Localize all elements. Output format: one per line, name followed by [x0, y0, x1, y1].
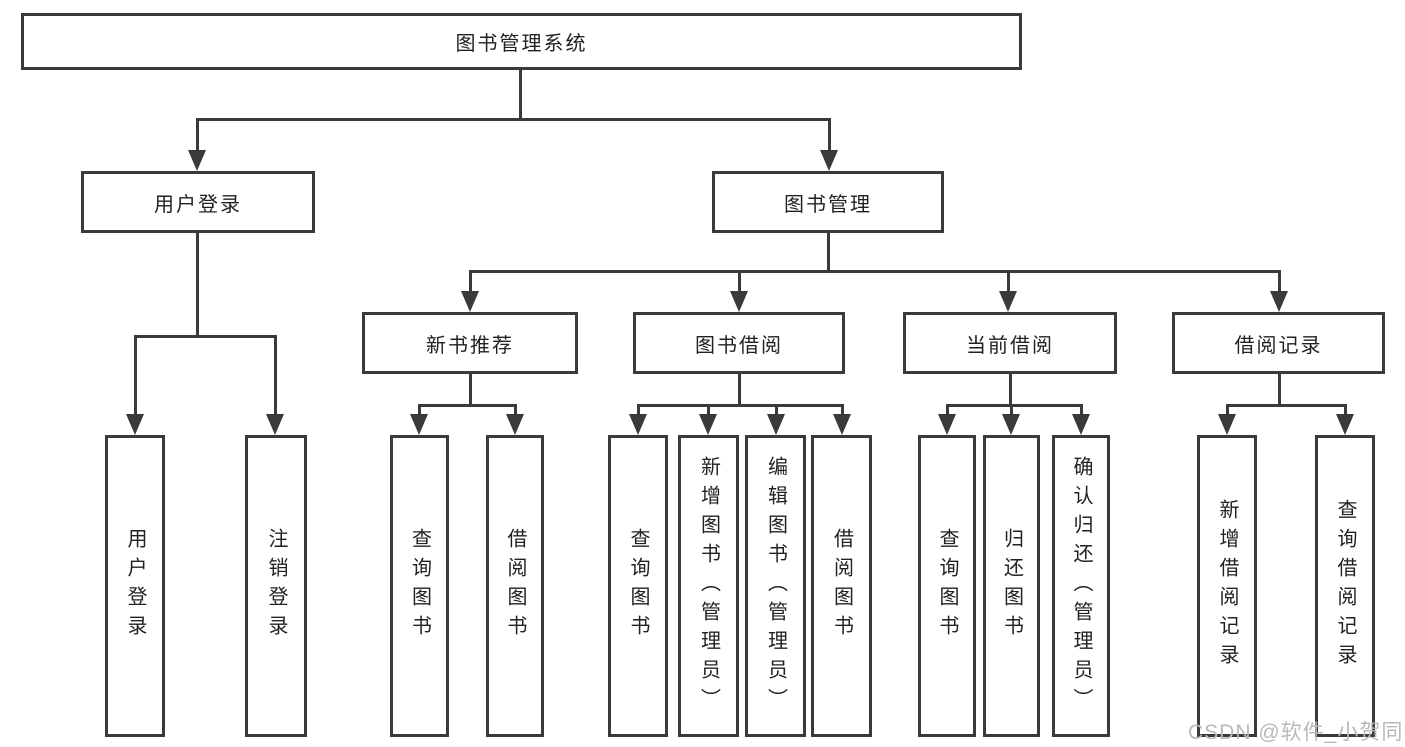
arrowhead-down-icon	[266, 414, 284, 435]
connector-user-login-branch	[134, 335, 277, 338]
arrowhead-down-icon	[188, 150, 206, 171]
connector-to-leaf	[775, 404, 778, 416]
arrowhead-down-icon	[1072, 414, 1090, 435]
connector-to-user-login	[196, 118, 199, 152]
node-borrowing-records: 借阅记录	[1172, 312, 1385, 374]
leaf-query-books-borrowing: 查询图书	[608, 435, 668, 737]
connector-branch	[418, 404, 516, 407]
node-book-borrowing: 图书借阅	[633, 312, 845, 374]
connector-to-leaf	[134, 335, 137, 415]
leaf-add-borrow-record: 新增借阅记录	[1197, 435, 1257, 737]
connector-branch	[1226, 404, 1347, 407]
connector-book-mgmt-branch	[469, 270, 1281, 273]
arrowhead-down-icon	[1336, 414, 1354, 435]
arrowhead-down-icon	[1218, 414, 1236, 435]
watermark: CSDN @软件_小贺同学	[1188, 721, 1405, 744]
arrowhead-down-icon	[767, 414, 785, 435]
connector-branch	[637, 404, 844, 407]
leaf-label: 新增图书（管理员）	[697, 455, 720, 717]
arrowhead-down-icon	[461, 291, 479, 312]
connector-user-login-stem	[196, 233, 199, 337]
connector-to-new-book	[469, 270, 472, 293]
node-current-borrowing: 当前借阅	[903, 312, 1117, 374]
connector-to-borrowing	[738, 270, 741, 293]
connector-to-leaf	[1226, 404, 1229, 416]
connector-to-leaf	[946, 404, 949, 416]
leaf-confirm-return-admin: 确认归还（管理员）	[1052, 435, 1110, 737]
leaf-logout: 注销登录	[245, 435, 307, 737]
connector-stem	[1009, 374, 1012, 406]
leaf-label: 查询图书	[936, 528, 958, 644]
leaf-label: 确认归还（管理员）	[1070, 455, 1092, 717]
connector-to-leaf	[274, 335, 277, 415]
connector-to-leaf	[637, 404, 640, 416]
connector-to-leaf	[707, 404, 710, 416]
arrowhead-down-icon	[730, 291, 748, 312]
node-book-management: 图书管理	[712, 171, 944, 233]
node-user-login: 用户登录	[81, 171, 315, 233]
leaf-borrow-books-recommend: 借阅图书	[486, 435, 544, 737]
leaf-label: 查询图书	[627, 528, 649, 644]
connector-stem	[1278, 374, 1281, 406]
connector-to-leaf	[1344, 404, 1347, 416]
leaf-label: 新增借阅记录	[1216, 499, 1238, 673]
node-new-book-recommendation: 新书推荐	[362, 312, 578, 374]
leaf-return-books: 归还图书	[983, 435, 1040, 737]
leaf-query-books-recommend: 查询图书	[390, 435, 449, 737]
arrowhead-down-icon	[629, 414, 647, 435]
leaf-borrow-books-borrowing: 借阅图书	[811, 435, 872, 737]
leaf-label: 借阅图书	[504, 528, 526, 644]
connector-to-leaf	[1010, 404, 1013, 416]
arrowhead-down-icon	[833, 414, 851, 435]
leaf-label: 归还图书	[1000, 528, 1023, 644]
leaf-label: 用户登录	[124, 528, 146, 644]
connector-to-leaf	[841, 404, 844, 416]
connector-root-branch	[196, 118, 830, 121]
leaf-label: 注销登录	[265, 528, 287, 644]
leaf-user-login: 用户登录	[105, 435, 165, 737]
connector-to-records	[1278, 270, 1281, 293]
leaf-edit-books-admin: 编辑图书（管理员）	[745, 435, 806, 737]
connector-stem	[469, 374, 472, 406]
connector-root-stem	[519, 69, 522, 120]
connector-stem	[738, 374, 741, 406]
connector-to-current	[1007, 270, 1010, 293]
leaf-label: 查询图书	[408, 528, 431, 644]
arrowhead-down-icon	[938, 414, 956, 435]
leaf-label: 查询借阅记录	[1334, 499, 1356, 673]
leaf-label: 借阅图书	[830, 528, 853, 644]
leaf-query-borrow-record: 查询借阅记录	[1315, 435, 1375, 737]
arrowhead-down-icon	[1002, 414, 1020, 435]
connector-branch	[946, 404, 1083, 407]
leaf-add-books-admin: 新增图书（管理员）	[678, 435, 739, 737]
connector-book-mgmt-stem	[827, 233, 830, 272]
connector-to-leaf	[514, 404, 517, 416]
arrowhead-down-icon	[1270, 291, 1288, 312]
arrowhead-down-icon	[699, 414, 717, 435]
connector-to-book-management	[828, 118, 831, 152]
arrowhead-down-icon	[820, 150, 838, 171]
leaf-query-books-current: 查询图书	[918, 435, 976, 737]
arrowhead-down-icon	[126, 414, 144, 435]
connector-to-leaf	[1080, 404, 1083, 416]
arrowhead-down-icon	[506, 414, 524, 435]
connector-to-leaf	[418, 404, 421, 416]
node-library-system: 图书管理系统	[21, 13, 1022, 70]
arrowhead-down-icon	[410, 414, 428, 435]
leaf-label: 编辑图书（管理员）	[764, 455, 787, 717]
arrowhead-down-icon	[999, 291, 1017, 312]
